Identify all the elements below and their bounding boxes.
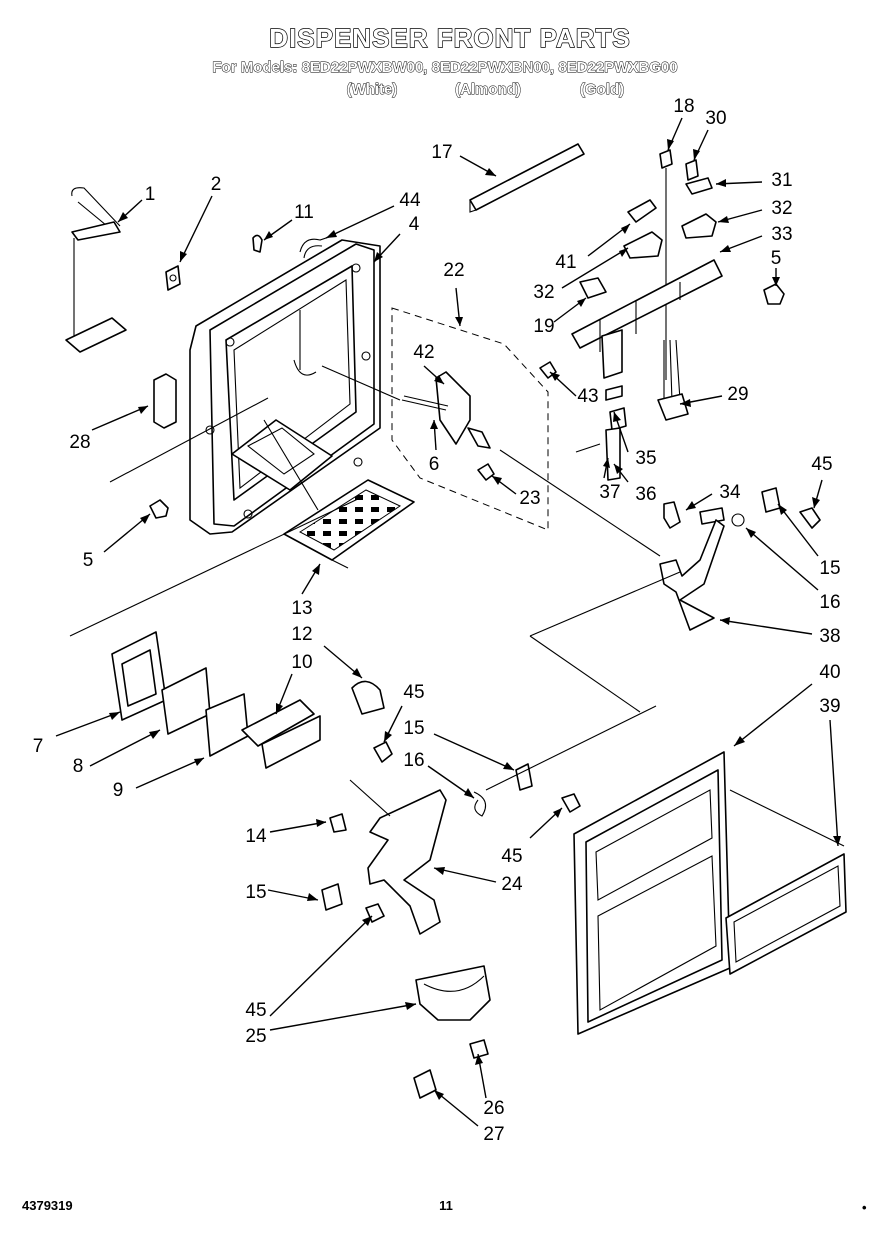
callout-27: 27 bbox=[483, 1124, 504, 1145]
callout-38: 38 bbox=[819, 626, 840, 647]
leader-arrows bbox=[55, 117, 841, 1127]
callout-37: 37 bbox=[599, 482, 620, 503]
callout-2: 2 bbox=[211, 174, 222, 195]
callout-15c: 15 bbox=[245, 882, 266, 903]
callout-33: 33 bbox=[771, 224, 792, 245]
callout-45: 45 bbox=[811, 454, 832, 475]
callout-12: 12 bbox=[291, 624, 312, 645]
callout-13: 13 bbox=[291, 598, 312, 619]
callout-30: 30 bbox=[705, 108, 726, 129]
callout-1: 1 bbox=[145, 184, 156, 205]
callout-43: 43 bbox=[577, 386, 598, 407]
callout-5b: 5 bbox=[83, 550, 94, 571]
callout-41: 41 bbox=[555, 252, 576, 273]
callout-14: 14 bbox=[245, 826, 267, 847]
callout-45c: 45 bbox=[501, 846, 522, 867]
callout-8: 8 bbox=[73, 756, 84, 777]
callout-16b: 16 bbox=[403, 750, 424, 771]
callout-39: 39 bbox=[819, 696, 840, 717]
callout-6: 6 bbox=[429, 454, 440, 475]
models-line: For Models: 8ED22PWXBW00, 8ED22PWXBN00, … bbox=[212, 59, 677, 76]
callout-45b: 45 bbox=[403, 682, 424, 703]
color-almond: (Almond) bbox=[455, 81, 521, 98]
callout-28: 28 bbox=[69, 432, 90, 453]
callout-40: 40 bbox=[819, 662, 840, 683]
document-number: 4379319 bbox=[22, 1198, 73, 1213]
part-drawings bbox=[65, 143, 847, 1099]
callout-10: 10 bbox=[291, 652, 312, 673]
callout-16: 16 bbox=[819, 592, 840, 613]
callout-32b: 32 bbox=[533, 282, 554, 303]
callout-31: 31 bbox=[771, 170, 792, 191]
callout-15: 15 bbox=[819, 558, 840, 579]
callout-5: 5 bbox=[771, 248, 782, 269]
callout-19: 19 bbox=[533, 316, 554, 337]
callout-17: 17 bbox=[431, 142, 452, 163]
callout-11: 11 bbox=[294, 202, 314, 223]
callout-32: 32 bbox=[771, 198, 792, 219]
callout-34: 34 bbox=[719, 482, 741, 503]
callout-18: 18 bbox=[673, 96, 694, 117]
callout-35: 35 bbox=[635, 448, 656, 469]
callout-7: 7 bbox=[33, 736, 44, 757]
callout-15b: 15 bbox=[403, 718, 424, 739]
color-gold: (Gold) bbox=[580, 81, 624, 98]
callout-44: 44 bbox=[399, 190, 421, 211]
page-title: DISPENSER FRONT PARTS bbox=[269, 23, 630, 53]
corner-mark: • bbox=[862, 1200, 867, 1215]
callout-23: 23 bbox=[519, 488, 540, 509]
callout-labels: 1 2 11 44 4 17 18 30 31 32 33 41 5 22 32… bbox=[33, 96, 841, 1145]
callout-24: 24 bbox=[501, 874, 523, 895]
callout-4: 4 bbox=[409, 214, 420, 235]
callout-26: 26 bbox=[483, 1098, 504, 1119]
callout-22: 22 bbox=[443, 260, 464, 281]
callout-25: 25 bbox=[245, 1026, 266, 1047]
callout-36: 36 bbox=[635, 484, 656, 505]
callout-29: 29 bbox=[727, 384, 748, 405]
callout-42: 42 bbox=[413, 342, 434, 363]
callout-45d: 45 bbox=[245, 1000, 266, 1021]
page-number: 11 bbox=[439, 1198, 453, 1213]
color-white: (White) bbox=[347, 81, 398, 98]
callout-9: 9 bbox=[113, 780, 124, 801]
